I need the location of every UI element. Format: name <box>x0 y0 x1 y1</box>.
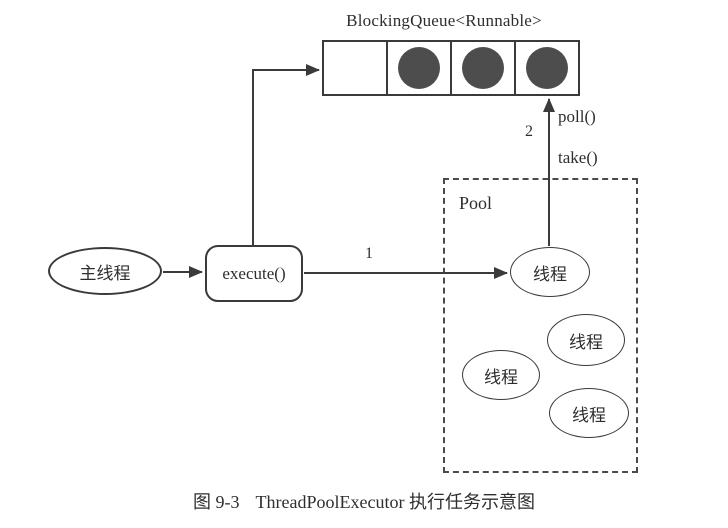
pool-label: Pool <box>459 193 493 213</box>
task-circle <box>462 47 504 89</box>
step2-label: 2 <box>525 123 533 140</box>
thread-label: 线程 <box>484 367 518 387</box>
main-thread-ellipse: 主线程 <box>48 247 162 295</box>
blocking-queue <box>322 40 580 96</box>
thread-ellipse: 线程 <box>549 388 629 438</box>
thread-ellipse: 线程 <box>510 247 590 297</box>
pool-box <box>443 178 638 473</box>
execute-label: execute() <box>222 263 286 283</box>
step1-label: 1 <box>365 245 373 262</box>
queue-cell <box>452 42 516 94</box>
thread-label: 线程 <box>572 405 606 425</box>
queue-cell <box>324 42 388 94</box>
task-circle <box>526 47 568 89</box>
execute-box: execute() <box>205 245 303 302</box>
figure-title: ThreadPoolExecutor 执行任务示意图 <box>255 492 535 512</box>
queue-cell <box>388 42 452 94</box>
queue-title: BlockingQueue<Runnable> <box>346 11 542 30</box>
figure-caption: 图 9-3 ThreadPoolExecutor 执行任务示意图 <box>0 488 728 514</box>
thread-ellipse: 线程 <box>547 314 625 366</box>
poll-label: poll() <box>558 107 596 126</box>
figure-number: 图 9-3 <box>193 492 240 512</box>
thread-label: 线程 <box>533 264 567 284</box>
main-thread-label: 主线程 <box>79 263 131 283</box>
task-circle <box>398 47 440 89</box>
take-label: take() <box>558 148 598 167</box>
queue-cell <box>516 42 578 94</box>
thread-ellipse: 线程 <box>462 350 540 400</box>
thread-label: 线程 <box>569 332 603 352</box>
edge-execute-to-queue <box>252 64 320 245</box>
